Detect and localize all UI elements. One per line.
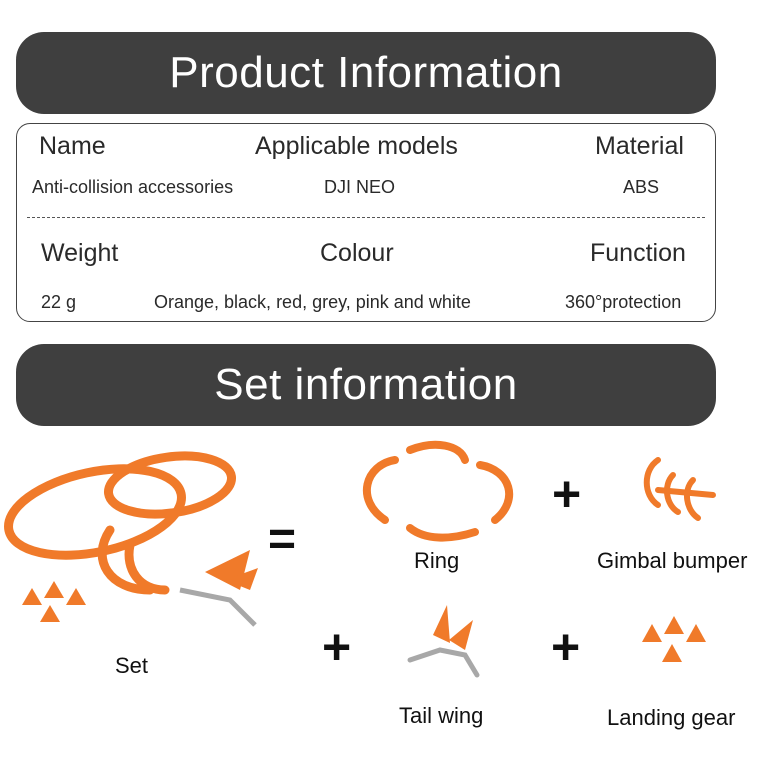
value-colour: Orange, black, red, grey, pink and white <box>154 292 471 312</box>
equals-sign: = <box>268 513 297 566</box>
plus-sign: + <box>322 619 352 675</box>
value-name: Anti-collision accessories <box>32 177 234 197</box>
full-set-image <box>4 451 258 627</box>
landing-gear-label: Landing gear <box>607 705 736 730</box>
gimbal-bumper-label: Gimbal bumper <box>597 548 748 573</box>
header-name: Name <box>39 132 106 160</box>
header-colour: Colour <box>320 239 394 267</box>
set-info-banner: Set information <box>16 344 716 426</box>
ring-image <box>363 440 514 542</box>
plus-sign: + <box>551 619 581 675</box>
value-weight: 22 g <box>41 292 77 312</box>
ring-label: Ring <box>414 548 460 573</box>
plus-sign: + <box>552 466 582 522</box>
tail-wing-label: Tail wing <box>399 703 484 728</box>
product-info-table: Name Applicable models Material Anti-col… <box>16 123 716 322</box>
gimbal-bumper-image <box>643 457 716 521</box>
value-function: 360°protection <box>565 292 682 312</box>
landing-gear-image <box>642 616 706 662</box>
header-function: Function <box>590 239 686 267</box>
product-info-banner: Product Information <box>16 32 716 114</box>
value-material: ABS <box>623 177 660 197</box>
product-info-title: Product Information <box>169 48 563 97</box>
header-applicable-models: Applicable models <box>255 132 458 160</box>
header-material: Material <box>595 132 684 160</box>
value-applicable-models: DJI NEO <box>324 177 396 197</box>
row-divider <box>27 217 705 218</box>
set-info-title: Set information <box>214 360 518 409</box>
tail-wing-image <box>407 605 480 678</box>
set-label: Set <box>115 653 149 678</box>
header-weight: Weight <box>41 239 119 267</box>
